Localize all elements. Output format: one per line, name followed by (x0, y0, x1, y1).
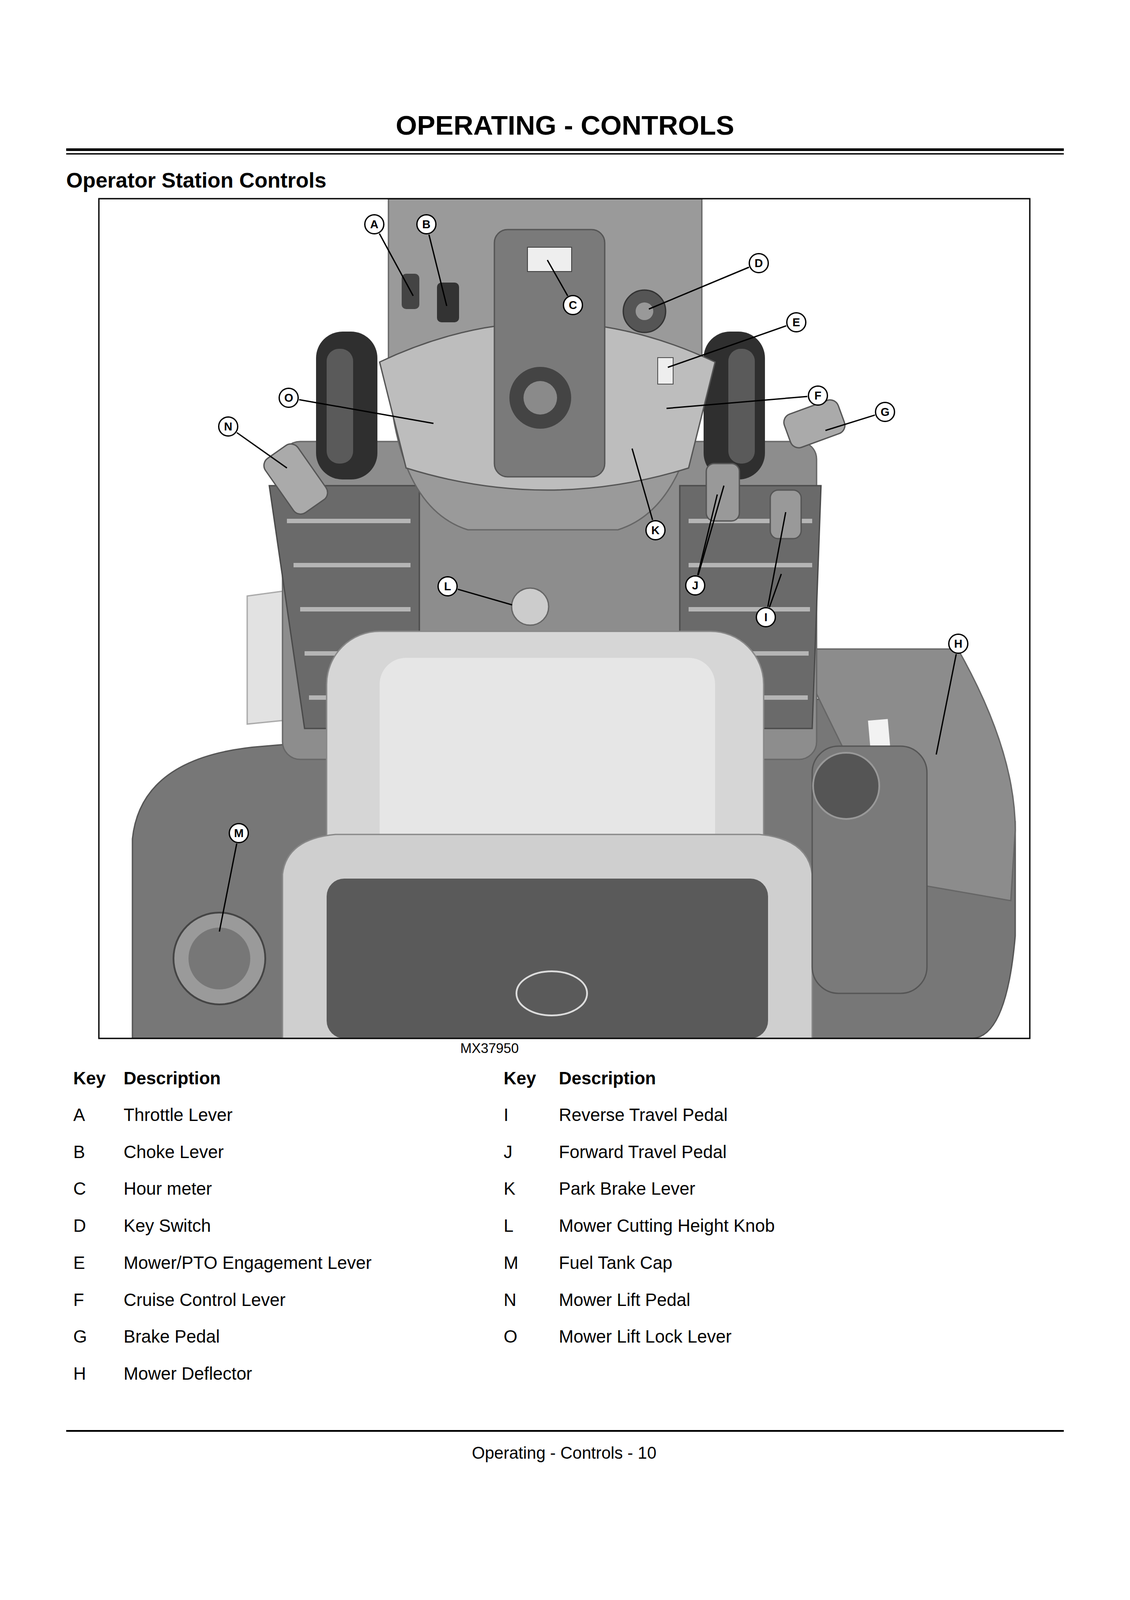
callout-circle: D (748, 252, 769, 274)
leader-line (379, 233, 414, 296)
callout-letter: E (792, 316, 800, 328)
table-key: M (503, 1252, 519, 1273)
page-title: OPERATING - CONTROLS (395, 109, 735, 141)
table-key: K (503, 1178, 516, 1199)
callout-letter: G (880, 406, 890, 418)
leader-line (698, 485, 724, 576)
table-key: N (503, 1289, 517, 1310)
table-key: L (503, 1215, 514, 1236)
callout-letter: B (422, 218, 431, 230)
table-description: Park Brake Lever (558, 1178, 696, 1199)
callout-letter: I (764, 611, 768, 623)
leader-line (547, 259, 568, 296)
table-key: E (73, 1252, 86, 1273)
callout-letter: C (568, 299, 578, 311)
callout-circle: I (755, 606, 776, 628)
leader-line (648, 267, 750, 309)
table-key: I (503, 1104, 509, 1125)
callout-circle: F (807, 385, 829, 406)
callout-circle: H (948, 633, 969, 654)
leader-line (767, 512, 786, 607)
table-key: J (503, 1141, 513, 1162)
figure-code: MX37950 (460, 1040, 520, 1057)
table-description: Cruise Control Lever (123, 1289, 286, 1310)
callout-circle: M (228, 822, 249, 844)
callout-circle: L (437, 576, 458, 597)
leader-line (825, 414, 875, 431)
callout-circle: B (416, 214, 437, 235)
table-key: C (73, 1178, 87, 1199)
table-key: F (73, 1289, 84, 1310)
table-description: Key Switch (123, 1215, 211, 1236)
leader-line (429, 234, 447, 306)
leader-line (936, 654, 957, 755)
footer-rule (66, 1429, 1064, 1432)
callout-letter: J (692, 579, 699, 592)
leader-line (237, 432, 287, 468)
table-description: Brake Pedal (123, 1325, 220, 1347)
table-description: Hour meter (123, 1178, 212, 1199)
table-description: Mower/PTO Engagement Lever (123, 1252, 372, 1273)
table-key: H (73, 1363, 87, 1384)
leader-line (666, 396, 808, 409)
leader-line (299, 399, 434, 424)
callout-circle: A (364, 214, 385, 235)
table-header: Description (558, 1067, 656, 1089)
callout-circle: E (786, 312, 807, 333)
table-header: Key (503, 1067, 536, 1089)
table-description: Fuel Tank Cap (558, 1252, 673, 1273)
table-description: Forward Travel Pedal (558, 1141, 727, 1162)
page-footer: Operating - Controls - 10 (471, 1443, 657, 1463)
table-key: D (73, 1215, 87, 1236)
table-description: Reverse Travel Pedal (558, 1104, 728, 1125)
callout-circle: G (874, 401, 896, 422)
leader-line (769, 573, 782, 607)
table-key: O (503, 1325, 518, 1347)
leader-lines (219, 233, 957, 932)
leader-line (219, 843, 237, 932)
table-description: Choke Lever (123, 1141, 224, 1162)
callout-letter: A (370, 218, 379, 230)
callout-letter: H (954, 637, 963, 650)
callout-letter: M (233, 827, 244, 839)
section-heading: Operator Station Controls (66, 168, 327, 193)
table-key: A (73, 1104, 86, 1125)
callout-letter: L (444, 580, 452, 592)
table-description: Mower Lift Lock Lever (558, 1325, 732, 1347)
figure-frame (98, 198, 1030, 1039)
callout-circle: N (218, 416, 239, 437)
callout-circle: O (278, 387, 299, 408)
callout-circle: C (562, 294, 584, 316)
leader-line (457, 589, 513, 605)
leader-line (697, 494, 718, 576)
leader-line (632, 448, 653, 520)
callout-letter: K (651, 524, 660, 536)
table-description: Mower Cutting Height Knob (558, 1215, 775, 1236)
table-header: Key (73, 1067, 106, 1089)
callout-letter: N (224, 420, 233, 433)
callout-letter: O (284, 391, 294, 404)
table-key: B (73, 1141, 86, 1162)
leader-line (667, 325, 787, 368)
callout-circle: K (645, 519, 666, 541)
callout-circle: J (685, 575, 706, 596)
tractor-illustration (98, 198, 1030, 1039)
table-header: Description (123, 1067, 221, 1089)
callout-letter: D (754, 257, 764, 269)
table-key: G (73, 1325, 87, 1347)
table-description: Throttle Lever (123, 1104, 233, 1125)
header-rule (66, 153, 1064, 155)
table-description: Mower Lift Pedal (558, 1289, 691, 1310)
callout-letter: F (814, 389, 822, 402)
table-description: Mower Deflector (123, 1363, 253, 1384)
header-rule (66, 148, 1064, 151)
